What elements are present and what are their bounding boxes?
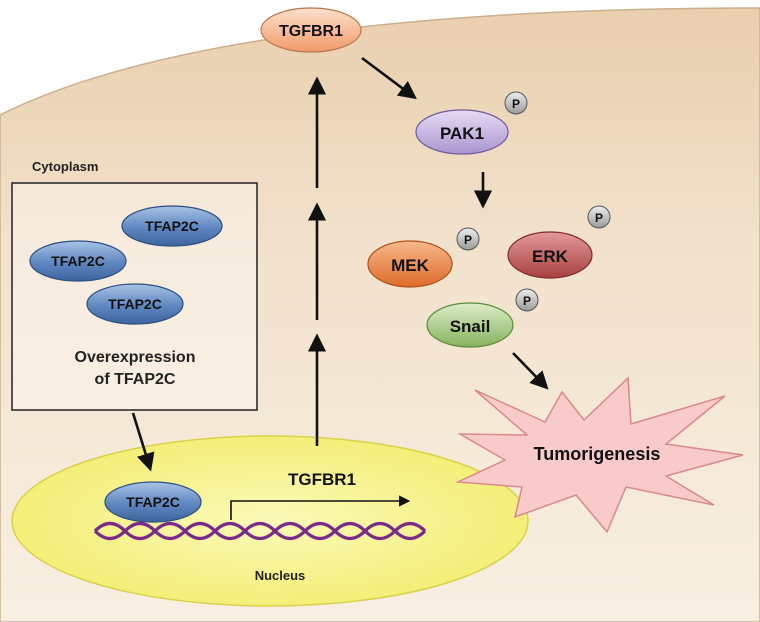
svg-text:TFAP2C: TFAP2C [108,296,162,312]
svg-text:MEK: MEK [391,256,430,275]
phospho-badge: P [587,205,611,229]
tumorigenesis-burst: Tumorigenesis [455,376,744,534]
dna-helix [93,521,427,541]
svg-text:TGFBR1: TGFBR1 [279,23,343,40]
cytoplasm-label: Cytoplasm [32,159,98,174]
overexpression-label: Overexpression [75,349,196,366]
transcription-arrow [230,495,411,520]
svg-text:TFAP2C: TFAP2C [145,218,199,234]
gene-label: TGFBR1 [288,470,356,489]
phospho-badge: P [456,227,480,251]
tfap2c-bound: TFAP2C [104,481,202,523]
svg-text:TFAP2C: TFAP2C [51,253,105,269]
tfap2c-protein: TFAP2C [29,240,127,282]
arrow-box-to-nucleus [131,412,155,472]
tfap2c-protein: TFAP2C [121,205,223,247]
svg-text:P: P [523,294,531,308]
tumorigenesis-label: Tumorigenesis [534,444,661,464]
phospho-badge: P [504,91,528,115]
pak1-protein: PAK1 [415,109,509,155]
svg-text:TFAP2C: TFAP2C [126,494,180,510]
snail-protein: Snail [426,302,514,348]
svg-text:ERK: ERK [532,247,569,266]
erk-protein: ERK [507,231,593,279]
phospho-badge: P [515,288,539,312]
svg-text:P: P [464,233,472,247]
nucleus-label: Nucleus [255,568,306,583]
svg-text:Snail: Snail [450,317,491,336]
tfap2c-protein: TFAP2C [86,283,184,325]
arrow-snail-to-tumor [512,352,549,390]
mek-protein: MEK [367,240,453,288]
tgfbr1-receptor: TGFBR1 [260,7,362,53]
nucleus [11,435,529,607]
svg-text:P: P [512,97,520,111]
svg-text:P: P [595,211,603,225]
svg-text:PAK1: PAK1 [440,124,484,143]
overexpression-label: of TFAP2C [95,371,176,388]
arrow-receptor-to-pak1 [361,56,417,100]
